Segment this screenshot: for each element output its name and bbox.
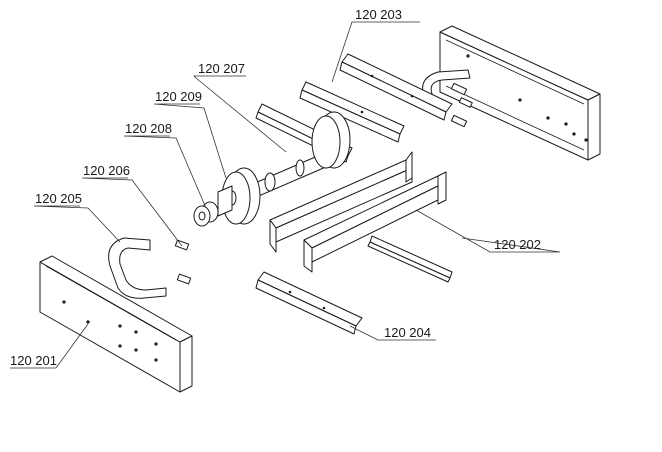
leader-120-202	[415, 209, 561, 253]
label-120-204: 120 204	[384, 325, 431, 340]
label-120-201: 120 201	[10, 353, 57, 368]
label-120-208: 120 208	[125, 121, 172, 136]
lower-rail	[255, 271, 363, 335]
label-120-205: 120 205	[35, 191, 82, 206]
lower-crossbar	[367, 235, 453, 283]
u-bracket-right	[422, 69, 473, 128]
cross-member-upper	[269, 151, 413, 253]
leader-120-208	[123, 135, 207, 209]
shaft-guide-rail	[299, 81, 405, 143]
bushing	[193, 201, 219, 227]
label-120-207: 120 207	[198, 61, 245, 76]
label-120-202: 120 202	[494, 237, 541, 252]
label-120-209: 120 209	[155, 89, 202, 104]
part-labels: 120 203 120 207 120 209 120 208 120 206 …	[10, 7, 541, 368]
label-120-206: 120 206	[83, 163, 130, 178]
upper-rail	[339, 53, 453, 121]
cross-member-lower	[303, 171, 447, 273]
leader-120-207	[193, 75, 287, 153]
leader-120-201	[10, 323, 89, 369]
clip-lower	[176, 273, 192, 285]
leader-120-203	[331, 21, 420, 83]
shaft-assembly	[217, 111, 351, 225]
label-120-203: 120 203	[355, 7, 402, 22]
leader-120-204	[349, 325, 436, 341]
leader-120-205	[33, 205, 121, 243]
leader-lines	[10, 21, 561, 369]
clip-upper	[174, 239, 190, 251]
side-plate-right	[439, 25, 601, 161]
leader-120-206	[81, 177, 183, 247]
u-bracket-left	[108, 237, 167, 299]
leader-120-209	[153, 103, 227, 179]
side-plate-left	[39, 255, 193, 393]
